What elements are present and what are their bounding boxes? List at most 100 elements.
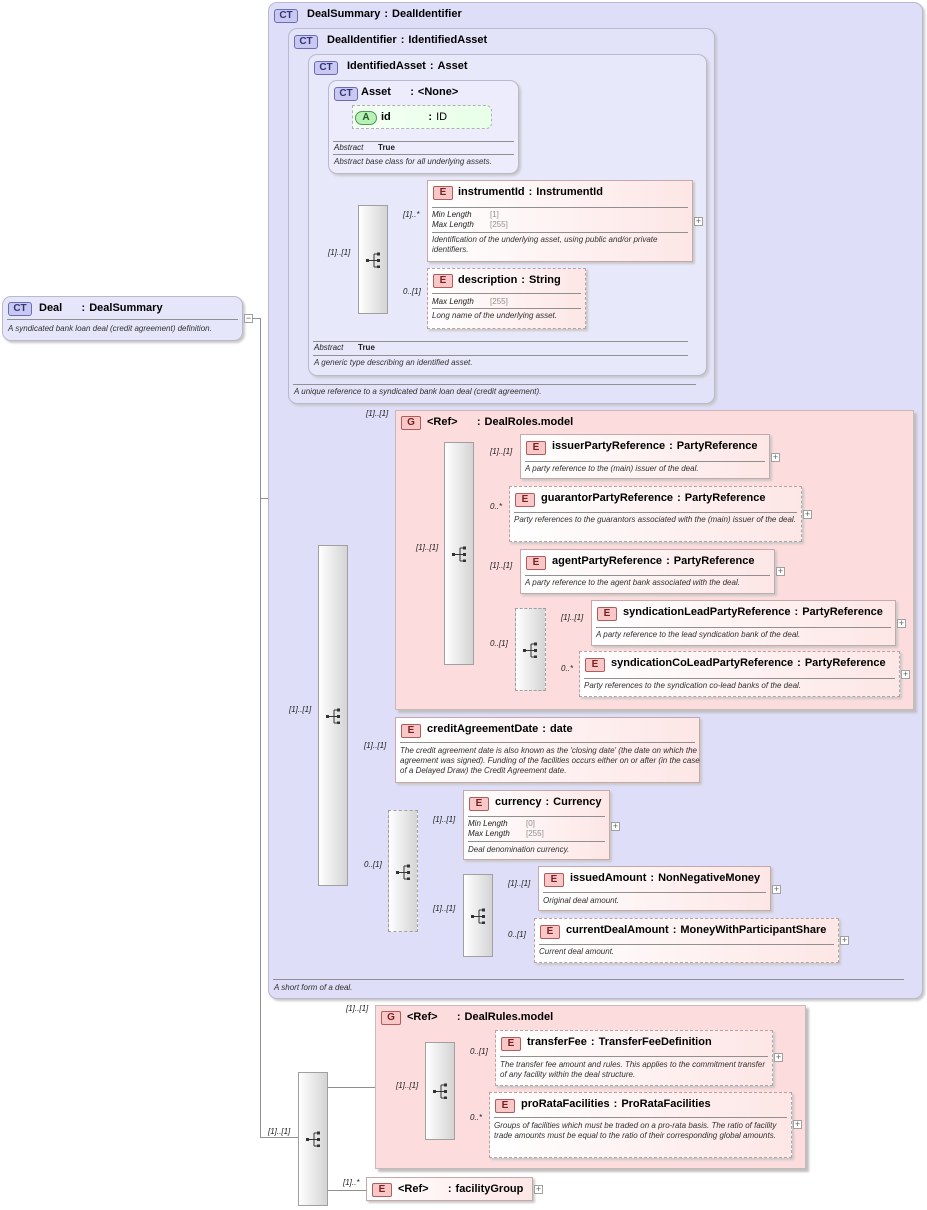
sequence-icon: [326, 708, 340, 724]
node-title: syndicationLeadPartyReference:PartyRefer…: [623, 606, 883, 618]
expand-toggle[interactable]: +: [771, 452, 780, 462]
node-title: DealSummary:DealIdentifier: [307, 8, 462, 20]
expand-toggle[interactable]: +: [611, 821, 620, 831]
property-label: Min Length: [432, 210, 472, 219]
expand-toggle[interactable]: +: [772, 884, 781, 894]
choice-compositor[interactable]: [515, 608, 546, 691]
sequence-icon: [433, 1083, 447, 1099]
expand-toggle[interactable]: +: [803, 509, 812, 519]
cardinality-label: [1]..[1]: [396, 1081, 419, 1090]
node-name: <Ref>: [427, 416, 458, 428]
node-description: The credit agreement date is also known …: [400, 746, 700, 775]
sequence-compositor[interactable]: [463, 874, 493, 957]
transfer-fee-element[interactable]: E transferFee:TransferFeeDefinition The …: [495, 1030, 773, 1086]
node-title: creditAgreementDate:date: [427, 723, 573, 735]
node-type: date: [549, 723, 573, 735]
node-description: Identification of the underlying asset, …: [432, 235, 658, 254]
cardinality-label: [1]..[1]: [346, 1004, 369, 1013]
collapse-toggle[interactable]: −: [244, 313, 253, 323]
property-value: [1]: [490, 210, 499, 219]
sequence-compositor[interactable]: [318, 545, 348, 886]
choice-icon: [396, 864, 410, 880]
group-icon: G: [381, 1011, 401, 1025]
node-type: DealRoles.model: [484, 416, 574, 428]
cardinality-label: [1]..[1]: [490, 561, 513, 570]
issued-amount-element[interactable]: E issuedAmount:NonNegativeMoney Original…: [538, 866, 771, 911]
node-title: instrumentId:InstrumentId: [458, 186, 603, 198]
min-length-property: Min Length[0]: [468, 819, 535, 829]
node-name: transferFee: [527, 1036, 587, 1048]
node-title: agentPartyReference:PartyReference: [552, 555, 755, 567]
pro-rata-facilities-element[interactable]: E proRataFacilities:ProRataFacilities Gr…: [489, 1092, 792, 1158]
node-description: A unique reference to a syndicated bank …: [294, 387, 542, 396]
issuer-party-reference-element[interactable]: E issuerPartyReference:PartyReference A …: [520, 434, 770, 479]
node-type: DealSummary: [89, 302, 163, 314]
node-type: DealIdentifier: [392, 8, 462, 20]
element-icon: E: [515, 493, 535, 507]
node-name: id: [381, 111, 391, 123]
node-title: issuerPartyReference:PartyReference: [552, 440, 758, 452]
current-deal-amount-element[interactable]: E currentDealAmount:MoneyWithParticipant…: [534, 918, 839, 963]
sequence-compositor[interactable]: [444, 442, 474, 665]
node-type: NonNegativeMoney: [658, 872, 761, 884]
node-type: PartyReference: [676, 440, 758, 452]
syndication-lead-party-reference-element[interactable]: E syndicationLeadPartyReference:PartyRef…: [591, 600, 896, 646]
element-icon: E: [526, 556, 546, 570]
element-icon: E: [372, 1183, 392, 1197]
sequence-compositor[interactable]: [358, 205, 388, 314]
expand-toggle[interactable]: +: [776, 566, 785, 576]
deal-node[interactable]: CT Deal :DealSummary A syndicated bank l…: [2, 296, 243, 341]
node-name: DealIdentifier: [327, 34, 397, 46]
instrument-id-element[interactable]: E instrumentId:InstrumentId Min Length[1…: [427, 180, 693, 262]
node-description: Long name of the underlying asset.: [432, 311, 557, 320]
expand-toggle[interactable]: +: [840, 935, 849, 945]
sequence-icon: [366, 252, 380, 268]
sequence-compositor[interactable]: [298, 1072, 328, 1206]
node-type: InstrumentId: [536, 186, 603, 198]
complex-type-icon: CT: [274, 9, 298, 23]
expand-toggle[interactable]: +: [774, 1052, 783, 1062]
property-label: Max Length: [468, 829, 510, 838]
attribute-icon: A: [355, 111, 377, 125]
description-element[interactable]: E description:String Max Length[255] Lon…: [427, 268, 586, 329]
node-name: proRataFacilities: [521, 1098, 610, 1110]
max-length-property: Max Length[255]: [432, 220, 508, 230]
element-icon: E: [433, 274, 453, 288]
cardinality-label: [1]..*: [343, 1178, 360, 1187]
abstract-property: Abstract True: [334, 143, 395, 153]
property-value: True: [358, 343, 375, 352]
currency-element[interactable]: E currency:Currency Min Length[0] Max Le…: [463, 790, 610, 860]
property-value: [255]: [490, 297, 508, 306]
node-description: A short form of a deal.: [274, 983, 353, 992]
node-name: syndicationCoLeadPartyReference: [611, 657, 794, 669]
node-title: transferFee:TransferFeeDefinition: [527, 1036, 712, 1048]
cardinality-label: [1]..[1]: [433, 815, 456, 824]
node-description: Groups of facilities which must be trade…: [494, 1121, 777, 1140]
syndication-co-lead-party-reference-element[interactable]: E syndicationCoLeadPartyReference:PartyR…: [579, 651, 900, 697]
expand-toggle[interactable]: +: [901, 669, 910, 679]
node-title: currentDealAmount:MoneyWithParticipantSh…: [566, 924, 827, 936]
credit-agreement-date-element[interactable]: E creditAgreementDate:date The credit ag…: [395, 717, 700, 783]
facility-group-element[interactable]: E <Ref> :facilityGroup: [366, 1177, 533, 1201]
node-description: Abstract base class for all underlying a…: [334, 157, 492, 166]
expand-toggle[interactable]: +: [793, 1119, 802, 1129]
expand-toggle[interactable]: +: [694, 216, 703, 226]
node-name: description: [458, 274, 518, 286]
node-type: Asset: [437, 60, 468, 72]
id-attribute-node[interactable]: A id :ID: [352, 105, 492, 129]
expand-toggle[interactable]: +: [897, 618, 906, 628]
choice-compositor[interactable]: [388, 810, 418, 932]
node-title: proRataFacilities:ProRataFacilities: [521, 1098, 711, 1110]
abstract-property: Abstract True: [314, 343, 375, 353]
sequence-compositor[interactable]: [425, 1042, 455, 1140]
node-name: syndicationLeadPartyReference: [623, 606, 791, 618]
guarantor-party-reference-element[interactable]: E guarantorPartyReference:PartyReference…: [509, 486, 802, 542]
element-icon: E: [495, 1099, 515, 1113]
complex-type-icon: CT: [294, 35, 318, 49]
cardinality-label: 0..[1]: [508, 930, 526, 939]
agent-party-reference-element[interactable]: E agentPartyReference:PartyReference A p…: [520, 549, 775, 594]
node-name: instrumentId: [458, 186, 525, 198]
node-title: description:String: [458, 274, 561, 286]
expand-toggle[interactable]: +: [534, 1184, 543, 1194]
node-name: <Ref>: [407, 1011, 438, 1023]
